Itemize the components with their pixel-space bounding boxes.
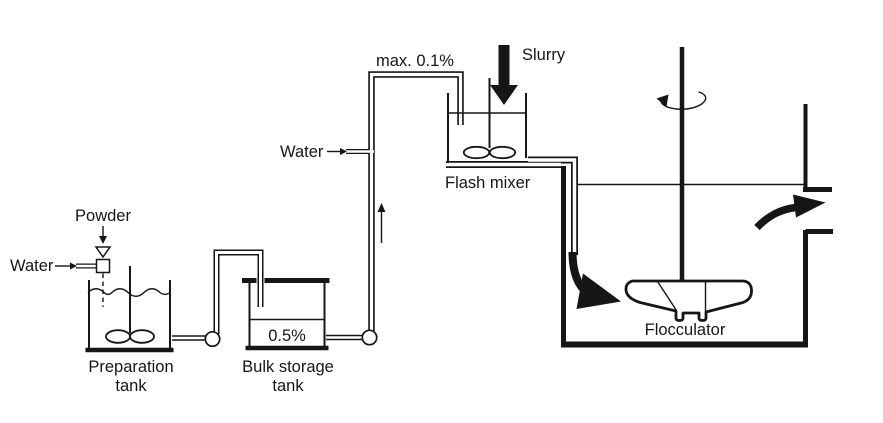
transfer-pump-icon [204, 330, 221, 348]
hopper-icon [94, 246, 112, 259]
bulk-concentration-label: 0.5% [268, 327, 306, 345]
prep-impeller-icon [129, 329, 155, 344]
flow-up-arrow-icon [377, 203, 386, 243]
feed-water-arrow-icon [55, 262, 77, 270]
feeder-valve-icon [95, 258, 111, 274]
prep-tank-label-line2: tank [115, 377, 147, 395]
powder-down-arrow-icon [99, 226, 107, 244]
dosing-pump-icon [361, 329, 378, 346]
powder-label: Powder [75, 207, 131, 225]
flocculator-label: Flocculator [645, 321, 726, 339]
dosing-pipe-bore [369, 72, 463, 334]
preparation-tank: Preparation tank [85, 266, 174, 395]
slurry-arrow-icon [490, 45, 518, 105]
flash-mixer: Flash mixer Slurry [445, 45, 566, 192]
rotation-arrow-icon [656, 91, 707, 110]
transfer-pipe-bore [215, 251, 262, 334]
bulk-tank-label-line2: tank [272, 377, 304, 395]
flocculator-basin: Flocculator [561, 47, 833, 348]
slurry-label: Slurry [522, 46, 566, 64]
flocculator-impeller-icon [624, 279, 753, 322]
pipe-network [76, 71, 578, 341]
bulk-tank-label-line1: Bulk storage [242, 358, 334, 376]
downcomer-pipe-bore [528, 158, 577, 255]
dilution-water-arrow-icon [327, 148, 347, 155]
inflow-curved-arrow-icon [568, 251, 621, 309]
prep-impeller-icon [105, 329, 131, 344]
flash-mixer-impeller-icon [488, 145, 517, 160]
prep-tank-label-line1: Preparation [88, 358, 173, 376]
flash-mixer-impeller-icon [462, 145, 491, 160]
transfer-pipe [213, 249, 264, 334]
feed-water-label: Water [10, 257, 54, 275]
max-concentration-label: max. 0.1% [376, 52, 454, 70]
bulk-storage-tank: 0.5% Bulk storage tank [242, 278, 334, 395]
downcomer-pipe [528, 156, 578, 255]
dosing-line-labels: Water max. 0.1% [280, 52, 454, 161]
powder-feed-assembly: Powder Water [10, 207, 131, 307]
water-surface-wave [87, 288, 171, 297]
flash-mixer-label: Flash mixer [445, 174, 531, 192]
dilution-water-label: Water [280, 143, 324, 161]
outflow-curved-arrow-icon [754, 194, 826, 231]
